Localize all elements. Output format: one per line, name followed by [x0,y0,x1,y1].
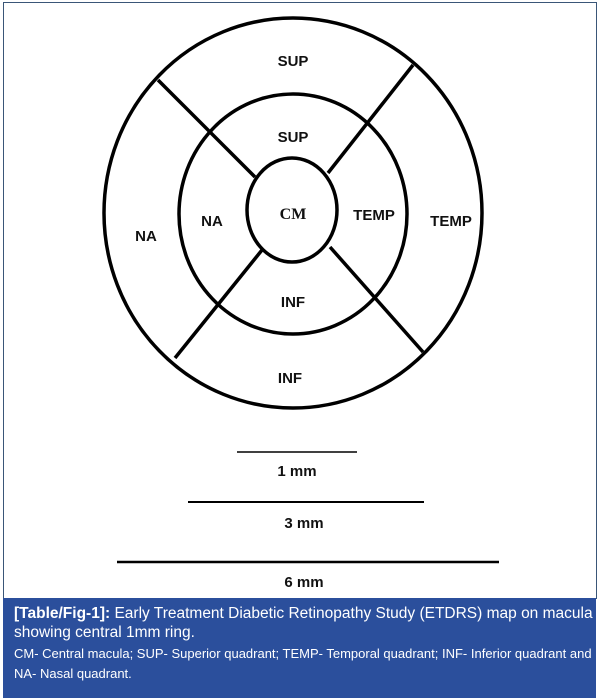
divider-se [328,245,425,354]
etdrs-map: SUP SUP NA NA CM TEMP TEMP INF INF 1 mm … [102,16,499,591]
caption-title: [Table/Fig-1]: Early Treatment Diabetic … [14,604,596,642]
label-inner-na: NA [201,213,223,230]
scale-label-3mm: 3 mm [284,515,323,532]
divider-ne [326,63,415,175]
middle-ring-3mm [177,92,409,336]
caption-legend: CM- Central macula; SUP- Superior quadra… [14,646,592,681]
scale-label-6mm: 6 mm [284,574,323,591]
label-outer-temp: TEMP [430,213,472,230]
label-inner-inf: INF [281,294,305,311]
central-ring-1mm [245,156,339,264]
label-outer-inf: INF [278,370,302,387]
caption-title-text: Early Treatment Diabetic Retinopathy Stu… [14,605,593,641]
label-outer-sup: SUP [278,53,309,70]
outer-ring-6mm [102,16,484,410]
label-inner-sup: SUP [278,129,309,146]
label-center-cm: CM [280,206,307,223]
divider-nw [156,78,257,179]
caption-label: [Table/Fig-1]: [14,605,111,622]
figure-frame [3,2,597,599]
scale-label-1mm: 1 mm [277,463,316,480]
label-inner-temp: TEMP [353,207,395,224]
label-outer-na: NA [135,228,157,245]
figure-caption: [Table/Fig-1]: Early Treatment Diabetic … [3,598,596,698]
divider-sw [173,248,264,360]
